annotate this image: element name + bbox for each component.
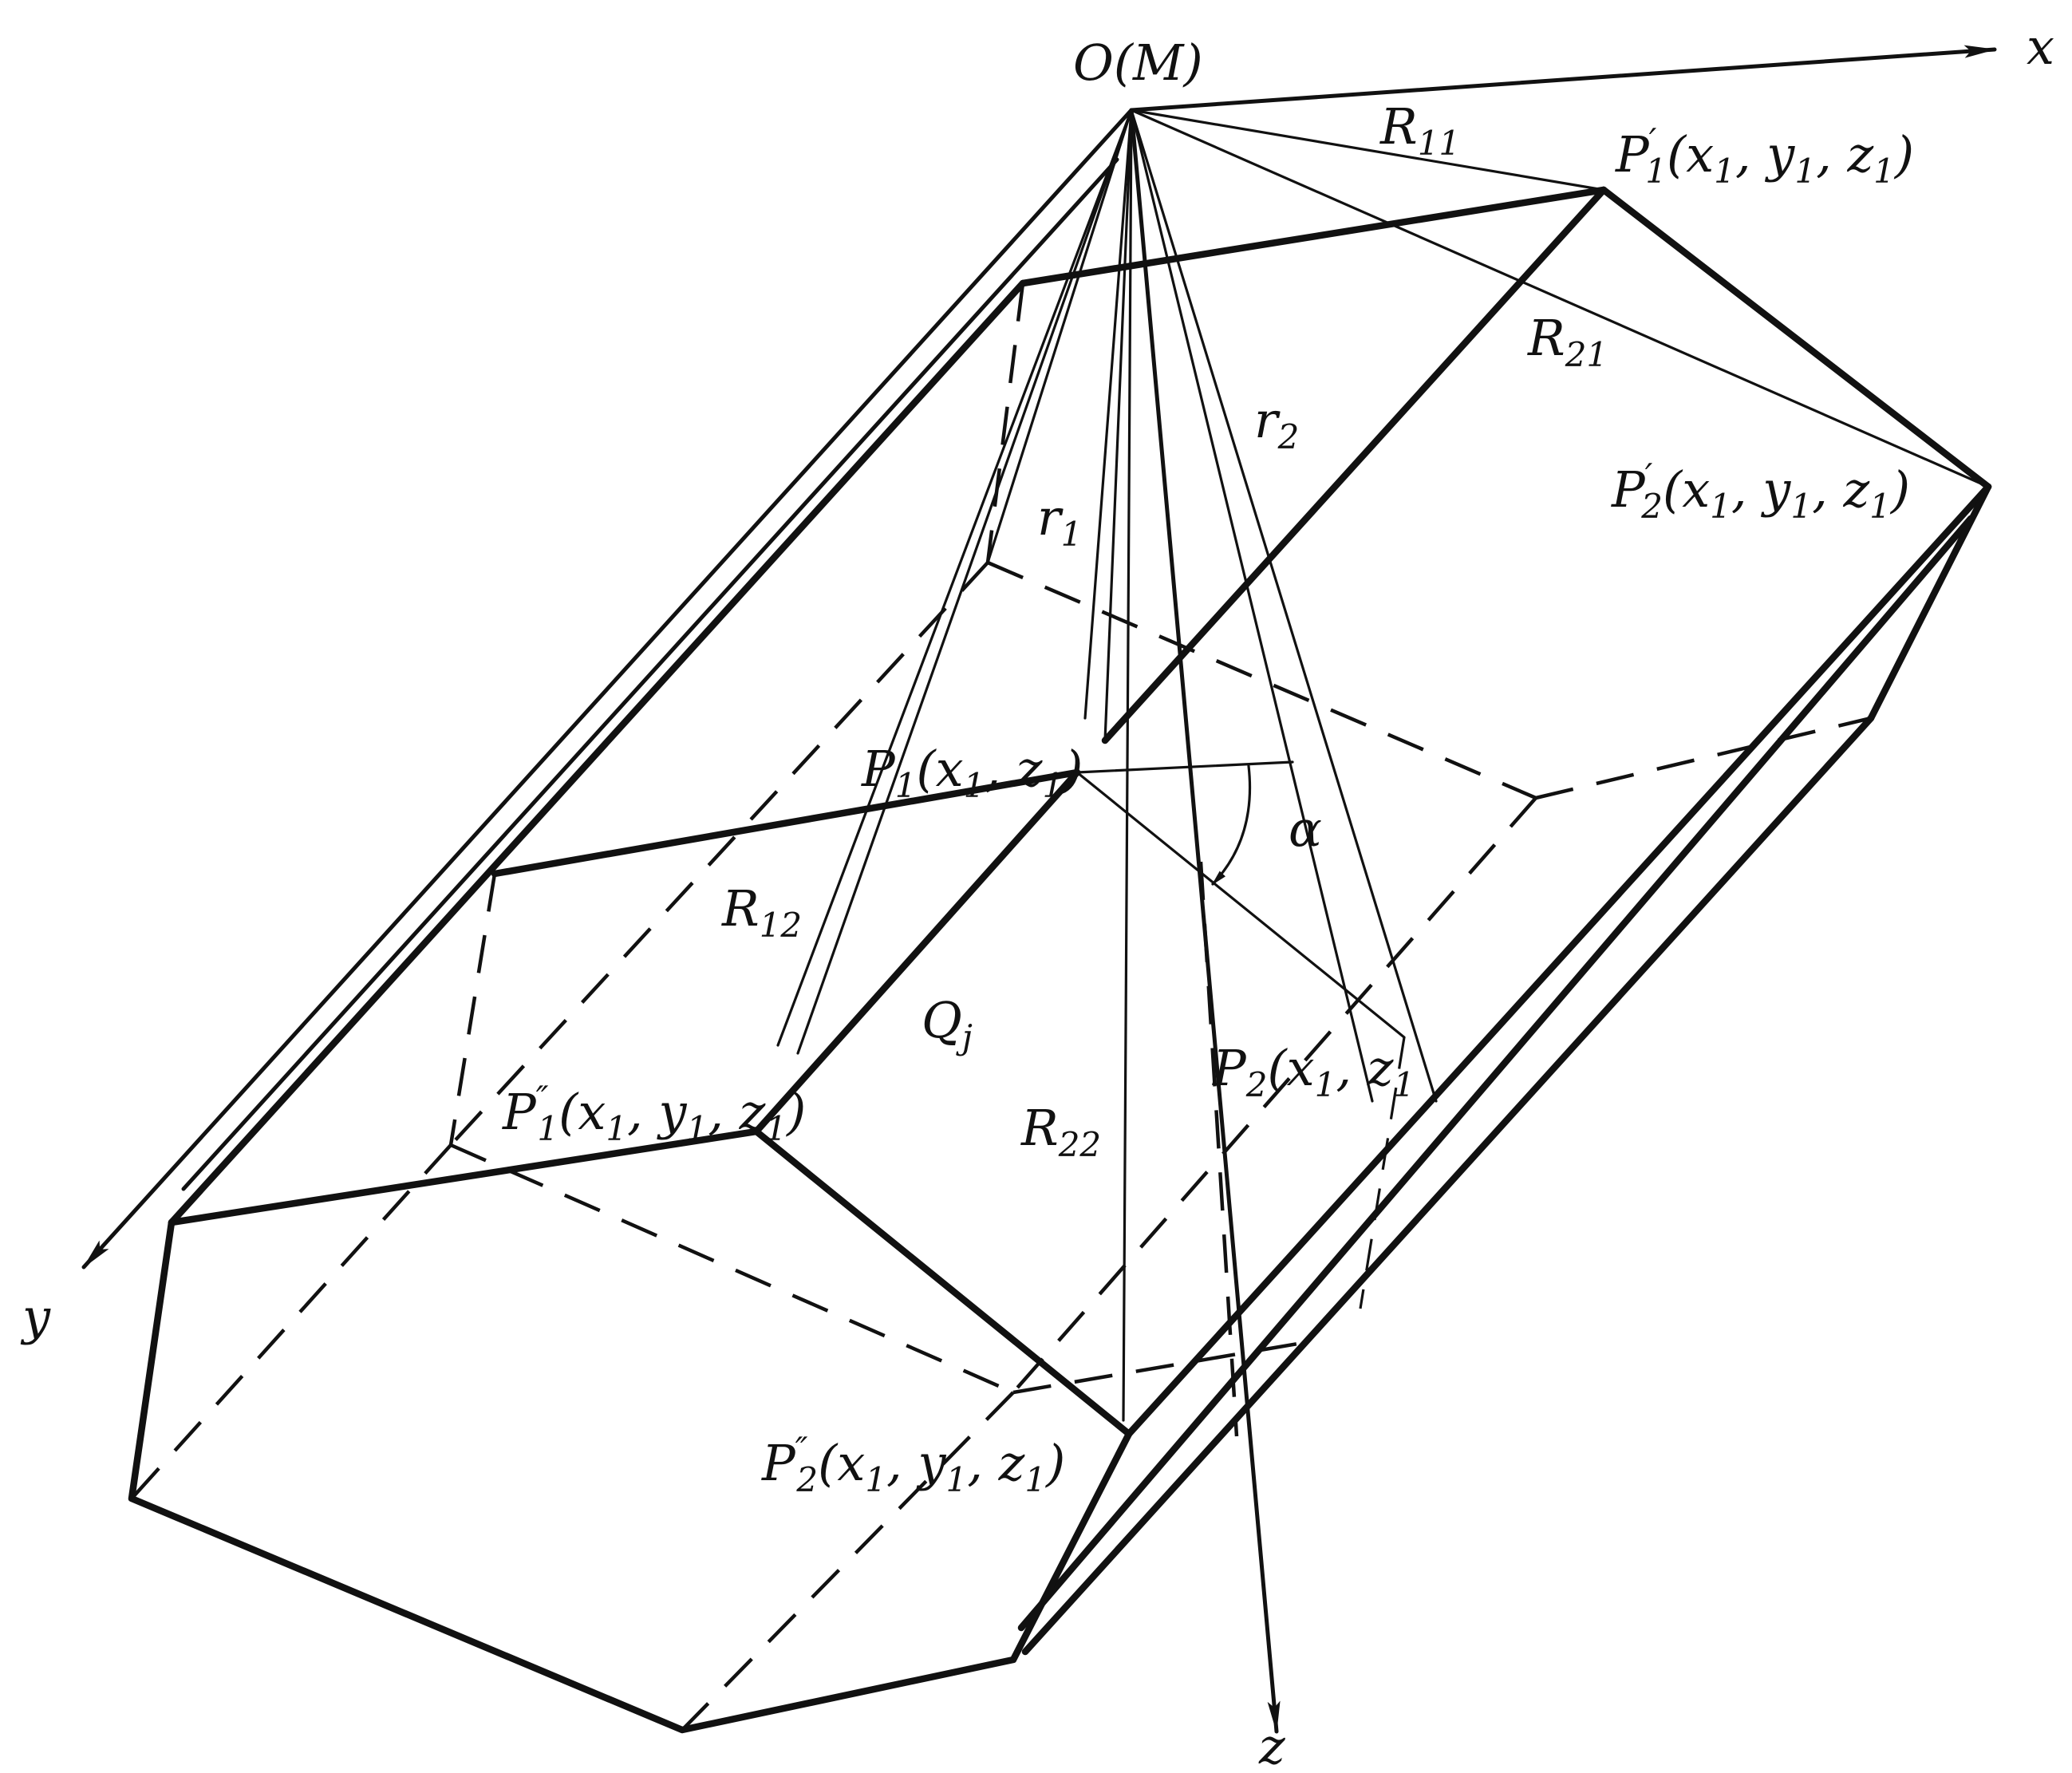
y-axis (81, 108, 1134, 1270)
mid-section-right (752, 1127, 1133, 1438)
label-axis-z: z (1258, 1717, 1285, 1773)
label-R22: R22 (1020, 1099, 1101, 1164)
label-r1: r1 (1037, 488, 1082, 554)
label-P2-prime: P′2(x1, y1, z1) (1611, 456, 1910, 526)
right-short-edge (1867, 483, 1992, 722)
right-long-edge-2 (1017, 515, 1975, 1632)
mid-section-diag (752, 768, 1081, 1135)
label-P2-double-prime: P″2(x1, y1, z1) (761, 1430, 1065, 1499)
label-R21: R21 (1527, 309, 1608, 374)
label-Qj: Qj (922, 991, 973, 1056)
top-edge-back (1019, 186, 1608, 287)
alpha-arc (1211, 764, 1252, 886)
label-R12: R12 (721, 879, 802, 945)
left-long-edge (168, 279, 1027, 1226)
p1-to-p2-line (1075, 771, 1406, 1039)
label-axis-y: y (20, 1288, 51, 1346)
left-long-edge-inner (181, 157, 1119, 1191)
label-P1-double-prime: P″1(x1, y1, z1) (502, 1079, 806, 1148)
label-alpha: α (1289, 800, 1322, 858)
front-upper-edge (1101, 186, 1608, 744)
z-axis (1129, 108, 1281, 1734)
mid-section-top (491, 768, 1081, 878)
right-top-edge (1600, 186, 1992, 491)
label-origin: O(M) (1073, 34, 1203, 92)
x-axis (1129, 45, 1997, 113)
p1-reference-line (1075, 760, 1294, 774)
right-long-edge-3 (1021, 714, 1875, 1656)
label-P1-prime: P′1(x1, y1, z1) (1615, 121, 1914, 191)
mid-section-left (168, 1127, 760, 1226)
label-R11: R11 (1379, 97, 1460, 163)
label-P1: P1(x1, z1) (861, 740, 1083, 805)
right-long-edge (1125, 483, 1992, 1438)
label-P2: P2(x1, z1 (1212, 1039, 1415, 1104)
radial-lines (776, 109, 1990, 1422)
label-axis-x: x (2027, 18, 2054, 76)
label-r2: r2 (1254, 391, 1299, 456)
hidden-edges (130, 282, 1872, 1732)
